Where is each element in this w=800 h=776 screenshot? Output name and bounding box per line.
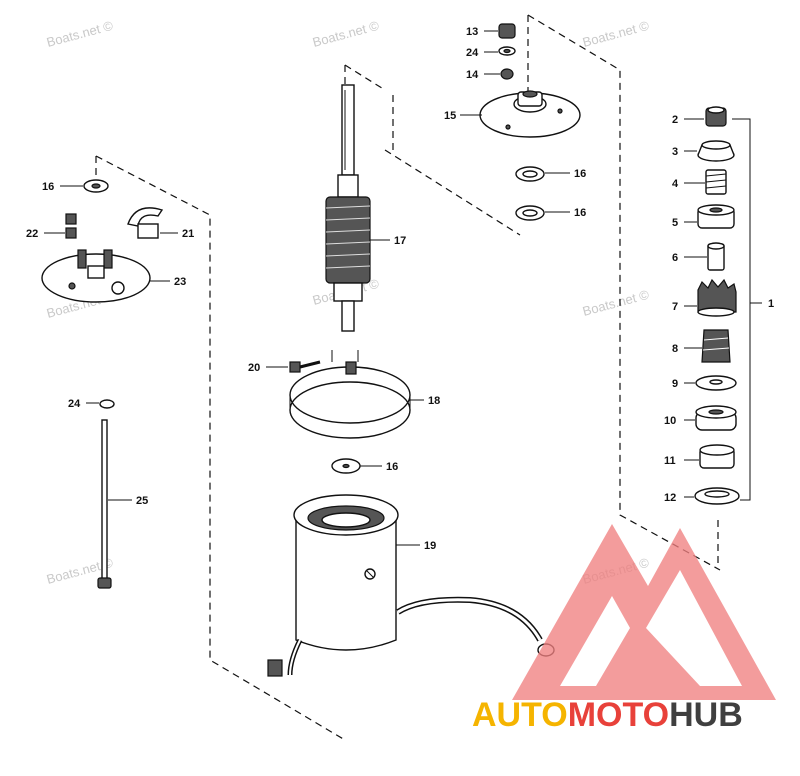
callout-19: 19	[424, 540, 436, 552]
assembly-dashed-lines	[95, 14, 721, 741]
callout-20: 20	[248, 362, 260, 374]
watermark: Boats.net ©	[45, 18, 115, 50]
logo-text: AUTOMOTOHUB	[472, 696, 743, 734]
watermark: Boats.net ©	[581, 287, 651, 319]
callout-5: 5	[672, 217, 678, 229]
watermark: Boats.net ©	[581, 18, 651, 50]
callout-2: 2	[672, 114, 678, 126]
end-cap-parts	[479, 23, 581, 221]
automotohub-logo: AUTOMOTOHUB	[472, 524, 776, 734]
callout-4: 4	[672, 178, 679, 190]
assembly-1-bracket	[732, 118, 762, 501]
logo-triangle-mark	[512, 524, 776, 700]
logo-text-auto: AUTO	[472, 696, 568, 734]
callout-13: 13	[466, 26, 478, 38]
logo-text-hub: HUB	[669, 696, 743, 734]
logo-text-moto: MOTO	[568, 696, 669, 734]
callout-11: 11	[664, 455, 676, 467]
callout-8: 8	[672, 343, 678, 355]
callout-10: 10	[664, 415, 676, 427]
callout-9: 9	[672, 378, 678, 390]
callout-14: 14	[466, 69, 479, 81]
callout-18: 18	[428, 395, 440, 407]
callout-24: 24	[68, 398, 81, 410]
logo-mark	[512, 524, 776, 700]
callout-25: 25	[136, 495, 148, 507]
callout-21: 21	[182, 228, 194, 240]
motor-frame	[267, 494, 555, 677]
band-and-screw	[289, 350, 411, 474]
callout-17: 17	[394, 235, 406, 247]
callout-16: 16	[574, 168, 586, 180]
callout-24: 24	[466, 47, 479, 59]
callout-1: 1	[768, 298, 774, 310]
armature	[325, 84, 371, 332]
callout-3: 3	[672, 146, 678, 158]
callout-labels: 1 2 3 4 5 6 7 8 9 10 11 12 13 24 14 15 1…	[26, 26, 774, 552]
callout-16: 16	[42, 181, 54, 193]
callout-22: 22	[26, 228, 38, 240]
callout-15: 15	[444, 110, 456, 122]
callout-16: 16	[574, 207, 586, 219]
callout-7: 7	[672, 301, 678, 313]
watermark: Boats.net ©	[311, 18, 381, 50]
leader-lines	[44, 30, 707, 546]
callout-23: 23	[174, 276, 186, 288]
callout-12: 12	[664, 492, 676, 504]
callout-6: 6	[672, 252, 678, 264]
callout-16: 16	[386, 461, 398, 473]
brush-plate-parts	[41, 179, 164, 589]
drive-assembly-parts	[694, 106, 740, 505]
